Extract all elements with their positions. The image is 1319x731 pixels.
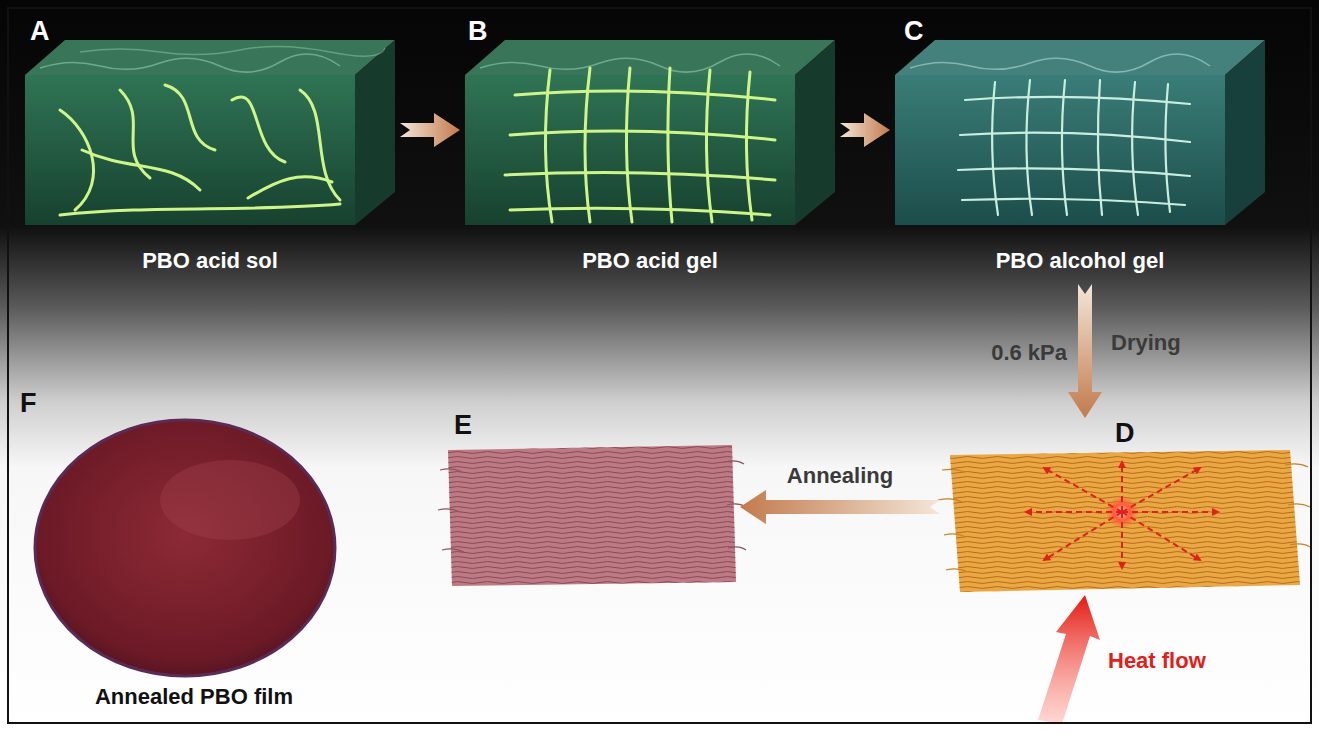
heat-flow-arrow: [1038, 595, 1100, 724]
heat-flow-label: Heat flow: [1108, 648, 1206, 673]
process-arrow: [400, 113, 460, 147]
alcohol-gel-box: [895, 40, 1265, 225]
panel-letter: E: [454, 410, 472, 441]
panel-letter: B: [468, 16, 488, 47]
panel-caption: Annealed PBO film: [95, 684, 293, 709]
film-highlight: [160, 460, 300, 540]
process-arrow: [840, 113, 890, 147]
panel-letter: A: [30, 16, 50, 47]
process-panel: D: [940, 418, 1305, 598]
panel-caption: PBO alcohol gel: [996, 248, 1165, 273]
panel-letter: D: [1115, 418, 1135, 449]
dried-fiber-sheet: [938, 450, 1310, 592]
pressure-label: 0.6 kPa: [991, 340, 1067, 365]
process-panel: F Annealed PBO film: [14, 388, 374, 718]
process-panel: E: [440, 412, 740, 588]
step-label: Drying: [1111, 330, 1181, 355]
panel-caption: PBO acid gel: [582, 248, 718, 273]
sol-box: [25, 40, 395, 225]
process-panel: A PBO acid sol: [20, 12, 400, 284]
frame: [8, 8, 1311, 723]
step-label: Annealing: [787, 463, 893, 488]
process-panel: B PBO acid gel: [460, 12, 840, 284]
annealed-fiber-sheet: [438, 445, 746, 586]
process-arrow: [740, 490, 940, 524]
acid-gel-box: [465, 40, 835, 225]
process-arrow: [1068, 284, 1102, 418]
panel-letter: C: [904, 16, 924, 47]
panel-caption: PBO acid sol: [142, 248, 278, 273]
process-panel: C PBO alcohol gel: [890, 12, 1270, 284]
film-photo: [35, 420, 335, 676]
panel-letter: F: [20, 388, 37, 419]
